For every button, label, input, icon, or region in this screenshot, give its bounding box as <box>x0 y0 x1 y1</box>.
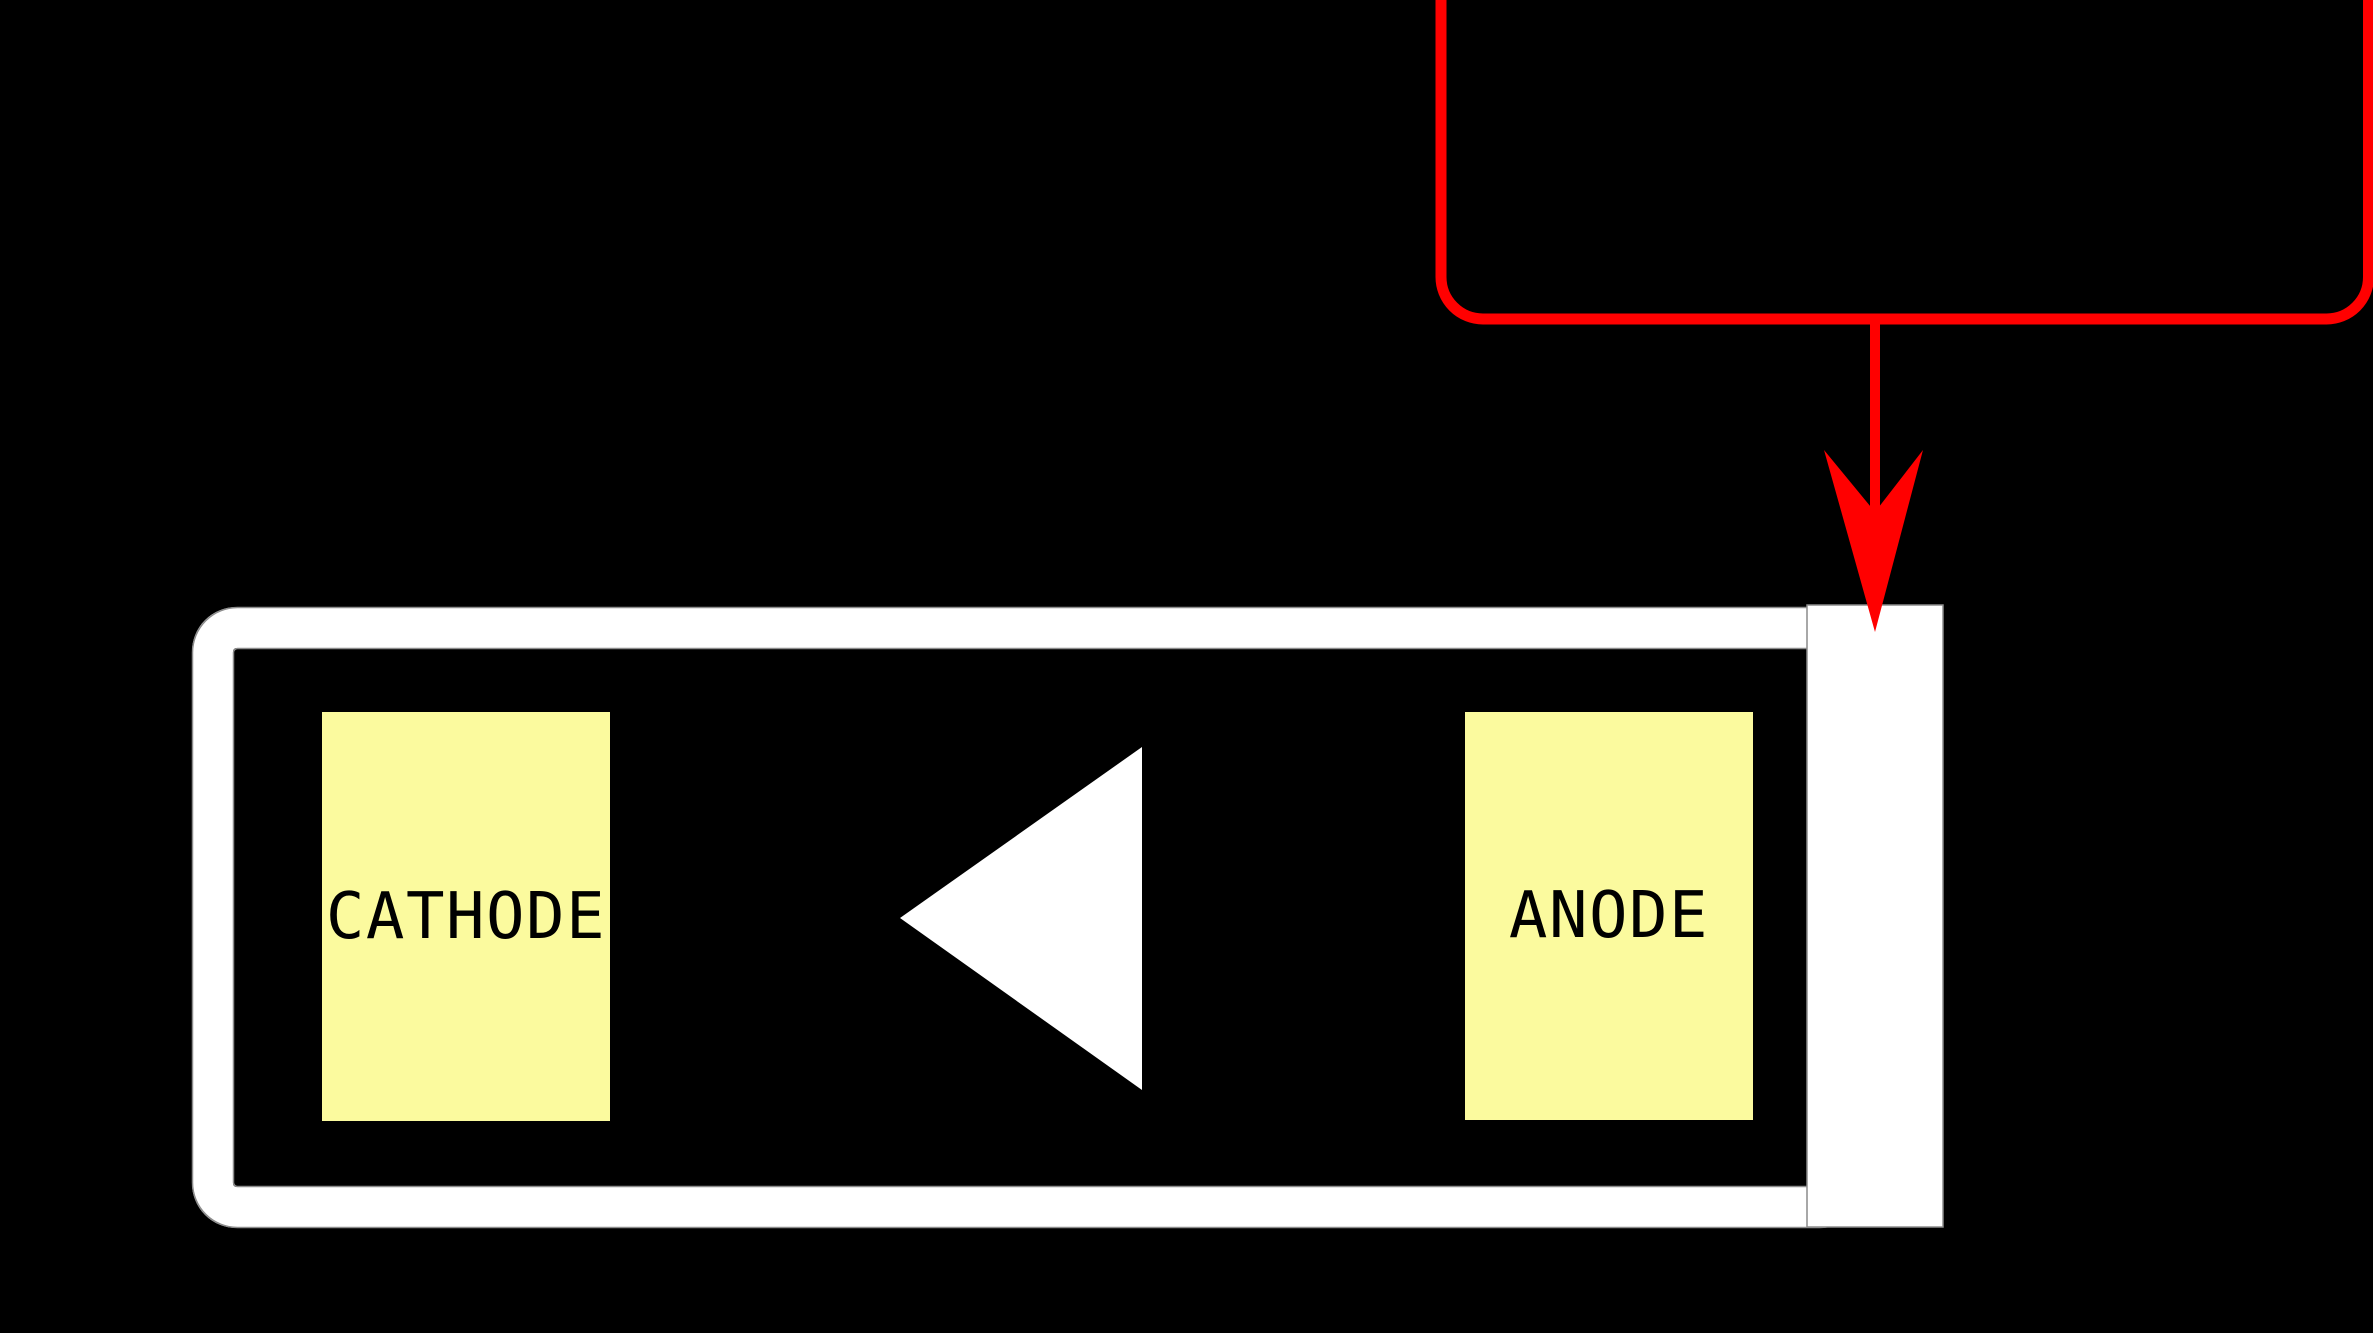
anode-pad <box>1465 712 1753 1120</box>
diode-triangle <box>900 747 1142 1090</box>
polarity-band <box>1806 604 1944 1228</box>
callout-arrowhead-icon <box>1824 450 1923 632</box>
callout-box <box>1435 0 2373 325</box>
cathode-pad <box>322 712 610 1121</box>
